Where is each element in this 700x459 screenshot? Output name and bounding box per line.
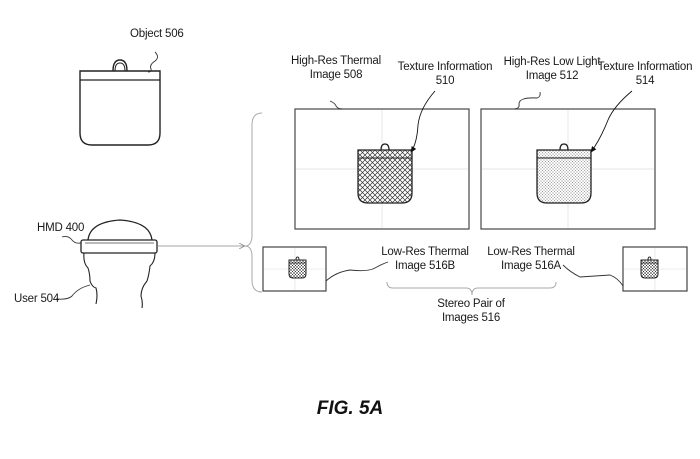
high-res-low-light-512-label: High-Res Low Light Image 512 — [496, 55, 608, 83]
texture-514-label: Texture Information 514 — [590, 60, 700, 88]
texture-510-arrow — [410, 90, 436, 153]
user-leader-line — [55, 284, 91, 300]
object-506-pouch — [79, 59, 161, 146]
label-line: Low-Res Thermal — [381, 246, 469, 258]
label-line: Image 516A — [500, 260, 561, 272]
label-line: Stereo Pair of — [437, 298, 505, 310]
low-res-thermal-image-516b — [262, 246, 327, 292]
label-line: High-Res Low Light — [503, 56, 601, 68]
label-line: Texture Information — [397, 61, 493, 73]
low-res-516b-label: Low-Res Thermal Image 516B — [380, 245, 470, 273]
label-line: Images 516 — [441, 312, 501, 324]
high-res-low-light-image-512 — [480, 108, 656, 230]
texture-510-label: Texture Information 510 — [390, 60, 500, 88]
texture-514-arrow — [590, 90, 633, 153]
high-res-thermal-508-label: High-Res Thermal Image 508 — [283, 54, 389, 82]
label-line: Image 508 — [309, 69, 363, 81]
high-res-low-light-leader-line — [514, 91, 541, 110]
hmd-400-label: HMD 400 — [37, 222, 85, 234]
figure-caption: FIG. 5A — [316, 398, 384, 419]
high-res-thermal-leader-line — [329, 100, 343, 110]
label-line: High-Res Thermal — [291, 55, 381, 67]
object-506-label: Object 506 — [130, 28, 184, 40]
images-group-brace — [244, 112, 263, 293]
hmd-leader-line — [61, 235, 82, 244]
low-res-516a-label: Low-Res Thermal Image 516A — [486, 245, 576, 273]
object-leader-line — [147, 51, 158, 73]
label-line: 510 — [435, 75, 455, 87]
low-res-516b-leader-line — [325, 261, 389, 282]
label-line: Texture Information — [597, 61, 693, 73]
user-504-label: User 504 — [14, 293, 60, 305]
label-line: Image 516B — [394, 260, 455, 272]
low-res-thermal-image-516a — [622, 246, 688, 292]
high-res-thermal-image-508 — [294, 108, 470, 230]
label-line: 514 — [635, 75, 655, 87]
label-line: Low-Res Thermal — [487, 246, 575, 258]
low-res-516a-leader-line — [562, 264, 624, 287]
label-line: Image 512 — [525, 70, 579, 82]
stereo-pair-516-label: Stereo Pair of Images 516 — [426, 297, 516, 325]
user-head-with-hmd — [80, 219, 158, 309]
stereo-pair-brace — [386, 281, 557, 296]
